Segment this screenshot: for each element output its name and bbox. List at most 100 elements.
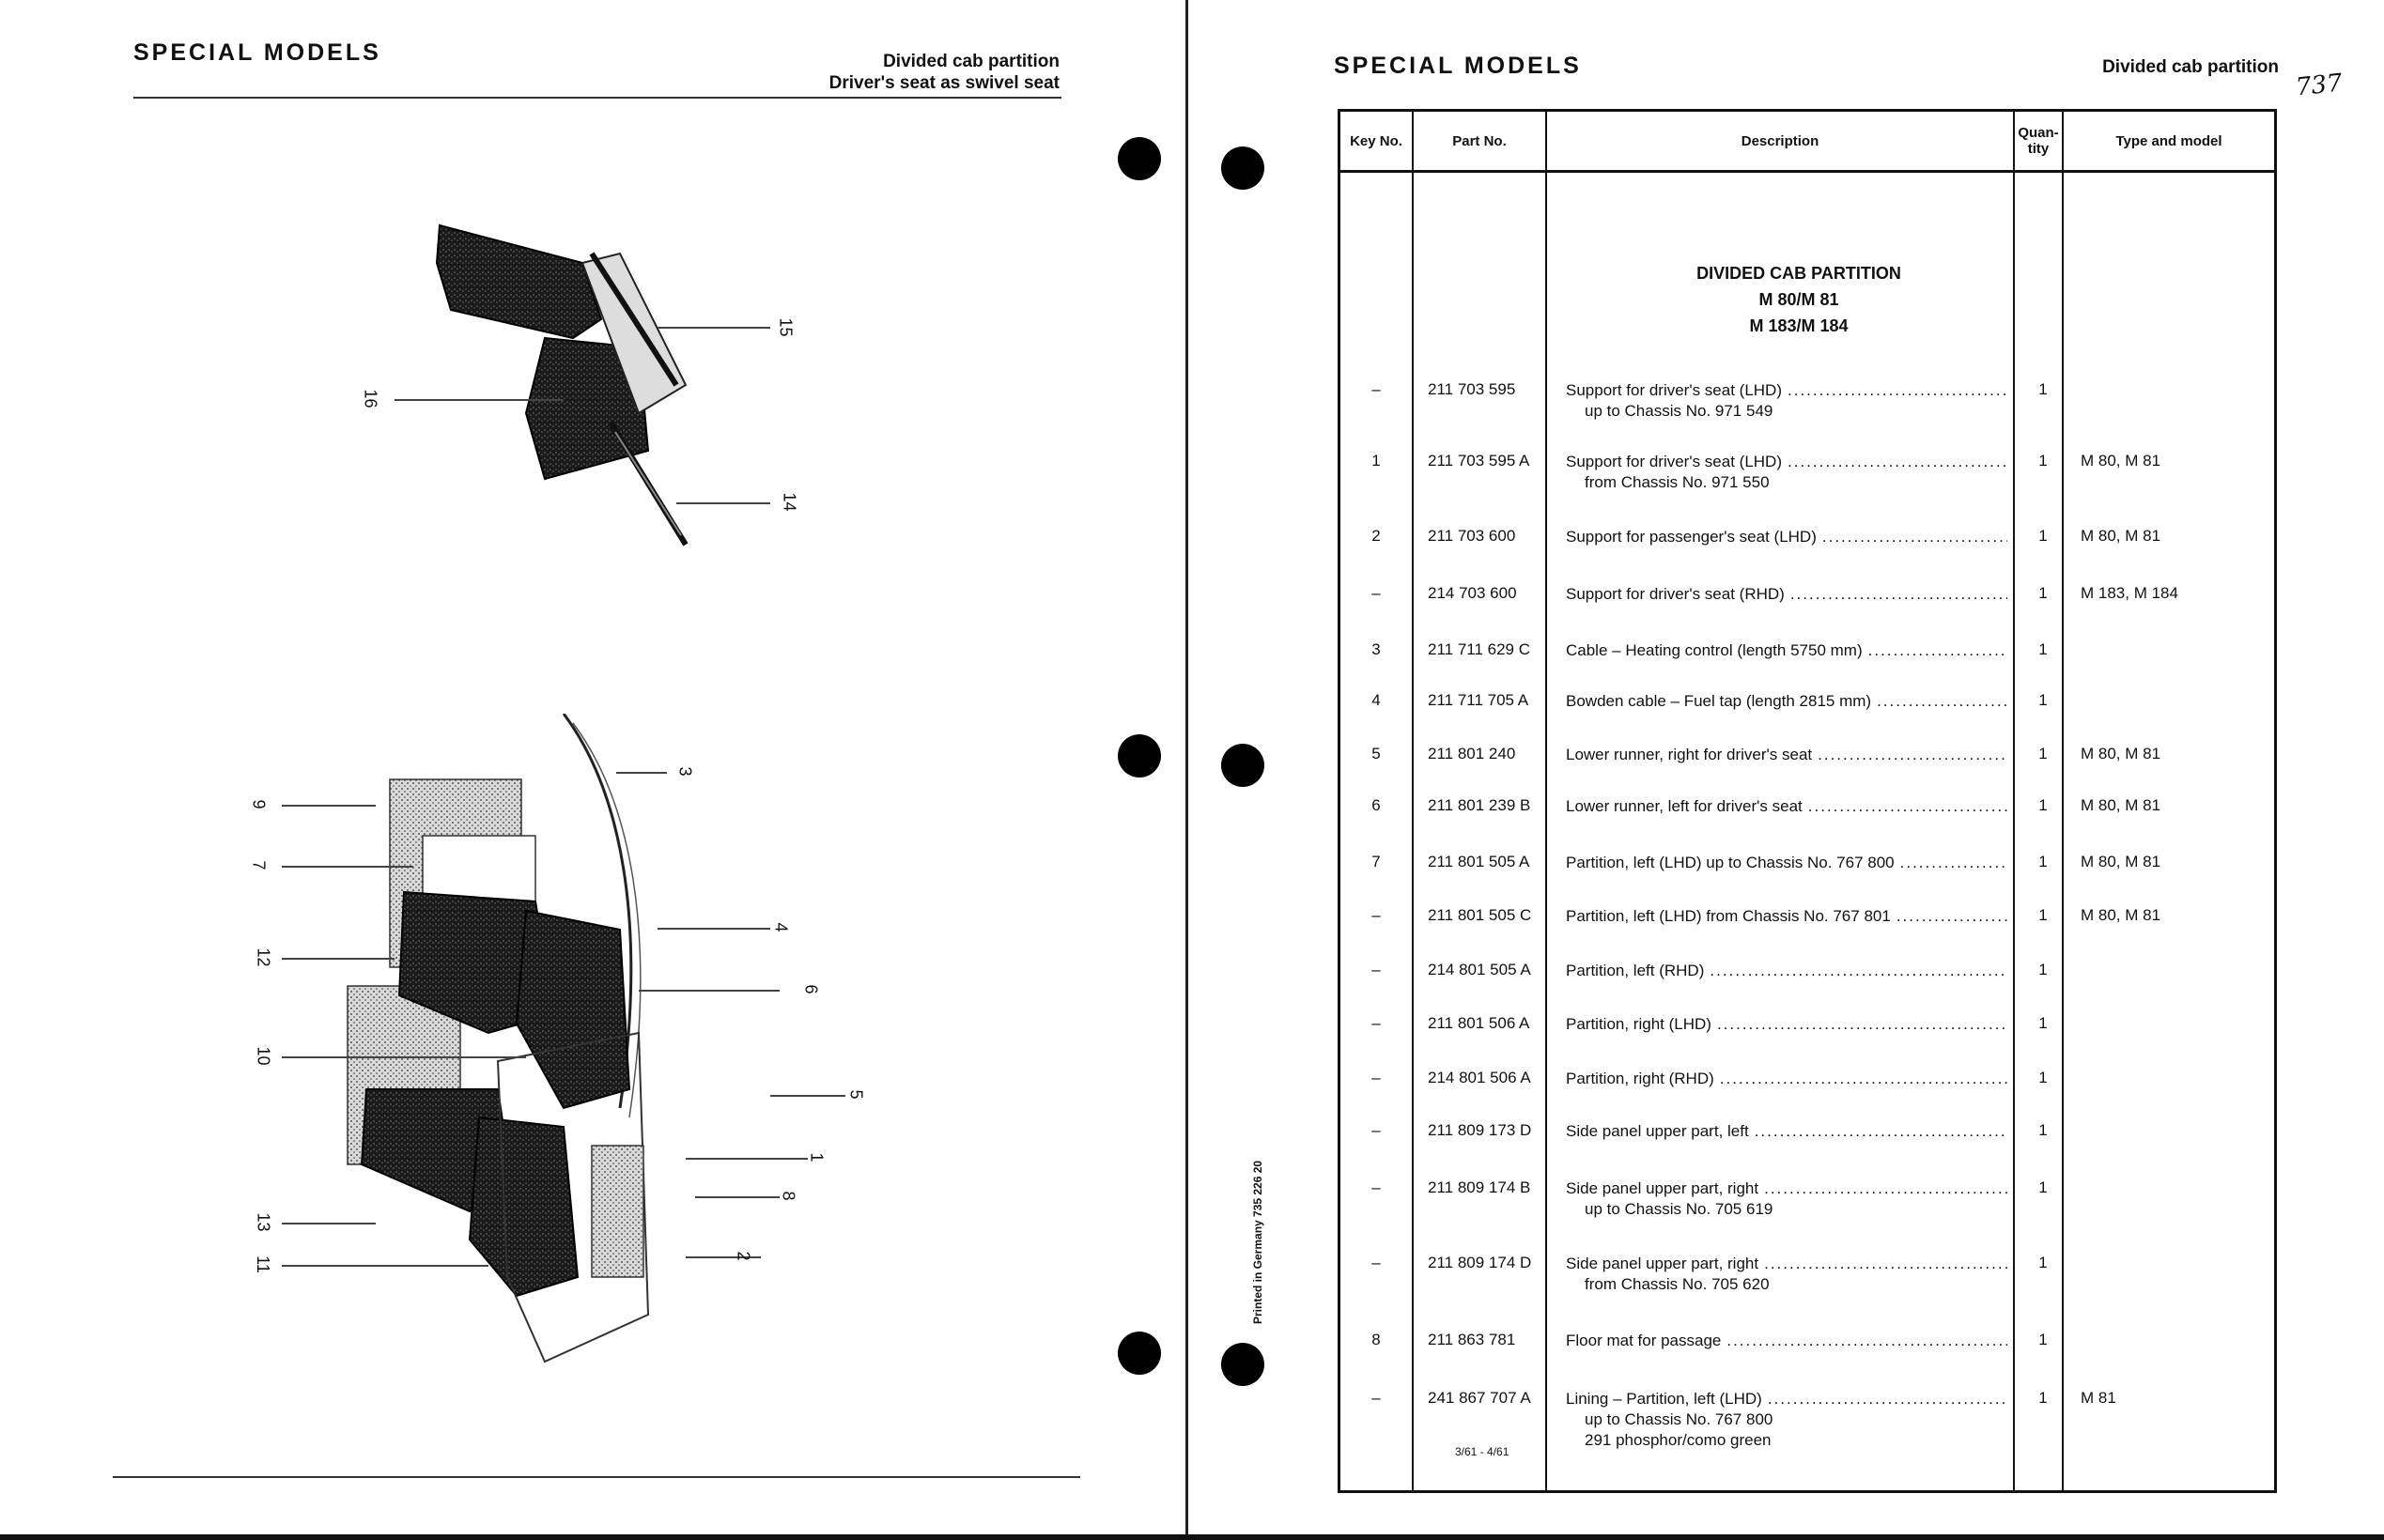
- row-description: Side panel upper part, right............…: [1566, 1254, 2007, 1295]
- row-part-number: 211 711 705 A: [1428, 691, 1529, 709]
- row-key: 5: [1371, 745, 1381, 762]
- section-title-line-2: M 80/M 81: [1758, 290, 1839, 309]
- leader-12: [282, 958, 395, 960]
- row-quantity: 1: [2038, 906, 2048, 924]
- binder-hole-6: [1221, 1343, 1264, 1386]
- row-type-model: M 80, M 81: [2081, 527, 2161, 545]
- row-description: Lining – Partition, left (LHD)..........…: [1566, 1389, 2007, 1451]
- leader-1: [686, 1158, 808, 1160]
- row-description-text: Partition, left (LHD) up to Chassis No. …: [1566, 854, 1895, 871]
- row-description-text: Support for driver's seat (LHD): [1566, 381, 1782, 399]
- row-part-number: 211 711 629 C: [1428, 640, 1531, 658]
- dot-leader: ........................................…: [1807, 797, 2007, 815]
- row-quantity: 1: [2038, 640, 2048, 658]
- row-description-text: Partition, right (LHD): [1566, 1015, 1711, 1033]
- row-key: –: [1371, 1389, 1381, 1407]
- callout-16: 16: [361, 389, 380, 408]
- dot-leader: ........................................…: [1818, 746, 2007, 763]
- row-part-number: 211 801 239 B: [1428, 796, 1531, 814]
- dot-leader: ........................................…: [1754, 1122, 2007, 1140]
- cab-partition-illustration: [347, 714, 650, 1363]
- row-quantity: 1: [2038, 527, 2048, 545]
- footer-rule: [113, 1476, 1080, 1478]
- dot-leader: ........................................…: [1867, 641, 2007, 659]
- col-divider: [2062, 112, 2064, 1490]
- row-description-text: Side panel upper part, right: [1566, 1255, 1759, 1272]
- row-quantity: 1: [2038, 691, 2048, 709]
- subtitle-line-1: Divided cab partition: [883, 52, 1060, 71]
- row-description: Partition, left (RHD)...................…: [1566, 961, 2007, 981]
- row-description-text: Partition, left (LHD) from Chassis No. 7…: [1566, 907, 1891, 925]
- row-quantity: 1: [2038, 1331, 2048, 1348]
- row-quantity: 1: [2038, 1178, 2048, 1196]
- row-quantity: 1: [2038, 1254, 2048, 1271]
- row-description: Support for driver's seat (LHD).........…: [1566, 452, 2007, 493]
- binder-hole-3: [1118, 1332, 1161, 1375]
- row-key: 4: [1371, 691, 1381, 709]
- row-quantity: 1: [2038, 1069, 2048, 1086]
- row-key: 7: [1371, 853, 1381, 870]
- dot-leader: ........................................…: [1716, 1015, 2007, 1033]
- row-quantity: 1: [2038, 961, 2048, 978]
- row-description-detail: from Chassis No. 971 550: [1585, 473, 1770, 491]
- binder-hole-2: [1118, 734, 1161, 778]
- callout-14: 14: [780, 492, 799, 512]
- row-description: Partition, left (LHD) up to Chassis No. …: [1566, 853, 2007, 873]
- callout-3: 3: [675, 766, 695, 777]
- callout-6: 6: [801, 984, 821, 994]
- row-description-detail: up to Chassis No. 767 800: [1585, 1410, 1773, 1428]
- subtitle-line-2: Driver's seat as swivel seat: [828, 73, 1060, 93]
- handwritten-page-number: 737: [2294, 69, 2345, 102]
- row-description: Lower runner, left for driver's seat....…: [1566, 796, 2007, 817]
- print-note: Printed in Germany 735 226 20: [1251, 1160, 1264, 1324]
- left-page-subtitle: Divided cab partition Driver's seat as s…: [601, 51, 1060, 94]
- row-quantity: 1: [2038, 745, 2048, 762]
- dot-leader: ........................................…: [1877, 692, 2007, 710]
- binder-hole-1: [1118, 137, 1161, 180]
- callout-15: 15: [776, 317, 796, 337]
- row-description: Partition, right (LHD)..................…: [1566, 1014, 2007, 1035]
- row-part-number: 214 801 505 A: [1428, 961, 1531, 978]
- row-key: –: [1371, 1014, 1381, 1032]
- row-part-number: 211 703 595 A: [1428, 452, 1530, 470]
- leader-10: [282, 1056, 526, 1058]
- row-key: –: [1371, 1254, 1381, 1271]
- row-key: –: [1371, 584, 1381, 602]
- row-key: 3: [1371, 640, 1381, 658]
- dot-leader: ........................................…: [1788, 453, 2007, 470]
- callout-4: 4: [771, 922, 791, 932]
- dot-leader: ........................................…: [1788, 381, 2007, 399]
- row-part-number: 241 867 707 A: [1428, 1389, 1531, 1407]
- row-description: Lower runner, right for driver's seat...…: [1566, 745, 2007, 765]
- leader-6: [639, 990, 780, 992]
- row-description: Support for driver's seat (LHD).........…: [1566, 380, 2007, 422]
- section-title: DIVIDED CAB PARTITION M 80/M 81 M 183/M …: [1568, 260, 2030, 339]
- leader-11: [282, 1265, 488, 1267]
- dot-leader: ........................................…: [1764, 1255, 2007, 1272]
- leader-4: [658, 928, 770, 930]
- row-quantity: 1: [2038, 853, 2048, 870]
- callout-13: 13: [254, 1212, 273, 1232]
- row-description-text: Side panel upper part, left: [1566, 1122, 1749, 1140]
- row-quantity: 1: [2038, 1014, 2048, 1032]
- row-key: –: [1371, 1178, 1381, 1196]
- row-description-text: Partition, left (RHD): [1566, 962, 1705, 979]
- row-part-number: 211 703 595: [1428, 380, 1516, 398]
- row-part-number: 211 801 240: [1428, 745, 1516, 762]
- row-description-detail: up to Chassis No. 971 549: [1585, 402, 1773, 420]
- binder-hole-4: [1221, 146, 1264, 190]
- col-divider: [1412, 112, 1414, 1490]
- row-description-text: Partition, right (RHD): [1566, 1070, 1714, 1087]
- row-description: Partition, right (RHD)..................…: [1566, 1069, 2007, 1089]
- row-key: 1: [1371, 452, 1381, 470]
- row-description: Support for passenger's seat (LHD)......…: [1566, 527, 2007, 547]
- callout-12: 12: [254, 947, 273, 967]
- leader-15: [658, 327, 770, 329]
- row-key: –: [1371, 906, 1381, 924]
- section-title-line-3: M 183/M 184: [1749, 316, 1849, 335]
- row-key: 2: [1371, 527, 1381, 545]
- row-quantity: 1: [2038, 584, 2048, 602]
- row-description-text: Support for driver's seat (LHD): [1566, 453, 1782, 470]
- row-quantity: 1: [2038, 452, 2048, 470]
- row-key: –: [1371, 961, 1381, 978]
